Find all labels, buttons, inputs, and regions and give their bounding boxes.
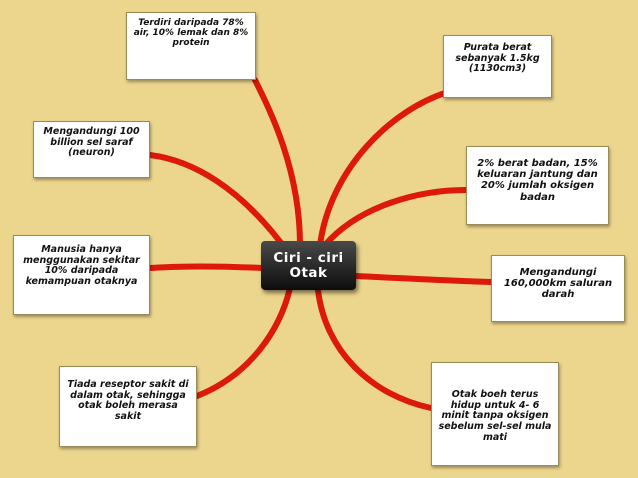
node-survive-without-oxygen: Otak boeh terus hidup untuk 4- 6 minit t… — [431, 362, 559, 466]
node-label: Manusia hanya menggunakan sekitar 10% da… — [23, 244, 140, 287]
connector-blood-vessels — [353, 274, 493, 284]
node-label: Purata berat sebanyak 1.5kg (1130cm3) — [455, 42, 540, 75]
connector-pain-receptor — [195, 286, 292, 398]
node-nerve-cells: Mengandungi 100 billion sel saraf (neuro… — [33, 121, 150, 178]
central-topic: Ciri - ciri Otak — [261, 241, 356, 290]
connector-nerve-cells — [147, 152, 293, 258]
node-label: Otak boeh terus hidup untuk 4- 6 minit t… — [438, 389, 552, 443]
node-average-weight: Purata berat sebanyak 1.5kg (1130cm3) — [443, 35, 552, 98]
node-label: Mengandungi 100 billion sel saraf (neuro… — [43, 126, 140, 159]
connector-body-weight-oxygen — [322, 187, 469, 248]
node-label: Tiada reseptor sakit di dalam otak, sehi… — [67, 379, 189, 422]
central-topic-label: Ciri - ciri Otak — [273, 249, 344, 281]
node-ten-percent: Manusia hanya menggunakan sekitar 10% da… — [13, 235, 150, 315]
connector-water-fat-protein — [253, 78, 302, 247]
node-label: 2% berat badan, 15% keluaran jantung dan… — [477, 158, 598, 203]
connector-average-weight — [317, 89, 451, 248]
node-body-weight-oxygen: 2% berat badan, 15% keluaran jantung dan… — [466, 146, 609, 225]
node-pain-receptor: Tiada reseptor sakit di dalam otak, sehi… — [59, 366, 197, 447]
connector-ten-percent — [148, 264, 264, 270]
node-blood-vessels: Mengandungi 160,000km saluran darah — [491, 255, 625, 322]
connector-average-weight — [318, 90, 450, 247]
connector-pain-receptor — [194, 285, 293, 399]
connector-body-weight-oxygen — [323, 188, 468, 247]
node-label: Mengandungi 160,000km saluran darah — [503, 267, 613, 301]
connector-survive-without-oxygen — [315, 287, 434, 411]
connector-survive-without-oxygen — [316, 288, 433, 410]
connector-nerve-cells — [148, 153, 292, 257]
node-water-fat-protein: Terdiri daripada 78% air, 10% lemak dan … — [126, 12, 256, 80]
node-label: Terdiri daripada 78% air, 10% lemak dan … — [133, 18, 249, 49]
